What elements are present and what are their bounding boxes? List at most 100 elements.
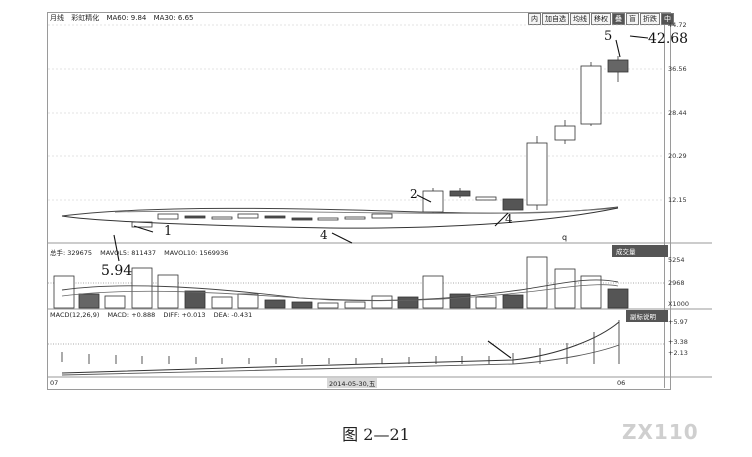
- macd-axis-label: +2.13: [668, 349, 688, 357]
- time-axis-start: 07: [50, 379, 59, 387]
- macd-axis-label: +3.38: [668, 338, 688, 346]
- ma-line-60: [114, 207, 619, 214]
- volume-bar: [475, 296, 497, 309]
- ma30-value: MA30: 6.65: [153, 14, 194, 22]
- ma-line-long: [61, 207, 619, 229]
- macd-title: MACD(12,26,9): [50, 311, 100, 319]
- volume-axis-label: 2968: [668, 279, 685, 287]
- arrow-1: [133, 225, 154, 233]
- annotation-4a: 4: [320, 228, 328, 242]
- annotation-2: 2: [410, 187, 418, 201]
- chart-frame: [47, 12, 671, 390]
- time-axis-cursor: 2014-05-30,五: [327, 378, 378, 388]
- candle: [184, 215, 206, 219]
- period-label: 月线: [50, 14, 64, 22]
- annotation-5: 5: [604, 29, 613, 44]
- arrow-4-a: [331, 232, 353, 244]
- toolbar-btn-1[interactable]: 加自选: [542, 13, 569, 25]
- stock-name: 彩虹精化: [71, 14, 100, 22]
- volume-bar: [502, 294, 524, 309]
- candle: [264, 215, 286, 219]
- annotation-4b: 4: [505, 212, 513, 226]
- volume-bar: [211, 296, 233, 309]
- candle: [526, 142, 548, 206]
- volume-bar: [344, 301, 366, 309]
- candle: [554, 125, 576, 141]
- candle: [157, 213, 179, 220]
- volume-bar: [607, 288, 629, 309]
- volume-bar: [580, 275, 602, 309]
- arrow-macd: [487, 340, 512, 359]
- annotation-high-price: 42.68: [648, 31, 689, 47]
- candle: [211, 216, 233, 220]
- candle: [475, 196, 497, 201]
- candle: [317, 217, 339, 221]
- volume-bar: [131, 267, 153, 309]
- volume-bar: [397, 296, 419, 309]
- macd-dea-line: [61, 344, 620, 376]
- macd-axis-label: +5.97: [668, 318, 688, 326]
- toolbar-btn-3[interactable]: 移权: [591, 13, 611, 25]
- price-label: 36.56: [668, 65, 687, 73]
- macd-header: MACD(12,26,9) MACD: +0.888 DIFF: +0.013 …: [50, 311, 258, 319]
- volume-bar: [264, 299, 286, 309]
- annotation-1: 1: [164, 224, 173, 239]
- candle: [422, 190, 444, 213]
- volume-tag[interactable]: 成交量: [612, 245, 668, 257]
- toolbar-btn-4[interactable]: 叠: [612, 13, 625, 25]
- price-label: 12.15: [668, 196, 687, 204]
- price-axis-column: [664, 12, 713, 388]
- arrow-4-b: [494, 212, 509, 227]
- volume-mavol10: MAVOL10: 1569936: [164, 249, 229, 257]
- arrow-42.68: [629, 35, 649, 39]
- volume-bar: [78, 293, 100, 309]
- candle: [580, 65, 602, 125]
- volume-bar: [422, 275, 444, 309]
- volume-axis-label: X1000: [668, 300, 689, 308]
- macd-diff: DIFF: +0.013: [163, 311, 206, 319]
- annotation-q: q: [562, 233, 568, 242]
- volume-total: 总手: 329675: [50, 249, 93, 257]
- volume-bar: [526, 256, 548, 309]
- annotation-low-price: 5.94: [101, 263, 133, 279]
- candle: [344, 216, 366, 220]
- chart-toolbar: 内 加自选 均线 移权 叠 盲 折跌 中: [528, 13, 674, 25]
- volume-bar: [184, 290, 206, 309]
- price-label: 44.72: [668, 21, 687, 29]
- macd-diff-line: [61, 321, 620, 374]
- candle: [607, 59, 629, 73]
- volume-mavol5: MAVOL5: 811437: [100, 249, 157, 257]
- volume-bar: [291, 301, 313, 309]
- toolbar-btn-2[interactable]: 均线: [570, 13, 590, 25]
- arrow-2: [416, 194, 432, 203]
- chart-header: 月线 彩虹精化 MA60: 9.84 MA30: 6.65: [50, 13, 199, 23]
- volume-bar: [317, 302, 339, 309]
- candle: [371, 213, 393, 219]
- arrow-5: [615, 39, 621, 58]
- toolbar-btn-6[interactable]: 折跌: [640, 13, 660, 25]
- price-label: 20.29: [668, 152, 687, 160]
- volume-bar: [237, 293, 259, 309]
- candle: [449, 190, 471, 197]
- candle: [502, 198, 524, 211]
- macd-tag[interactable]: 副标说明: [626, 310, 668, 322]
- volume-bar: [104, 295, 126, 309]
- volume-bar: [53, 275, 75, 309]
- figure-caption: 图 2—21: [342, 425, 410, 444]
- time-axis-end: 06: [617, 379, 626, 387]
- watermark: ZX110: [622, 420, 699, 444]
- toolbar-btn-0[interactable]: 内: [528, 13, 541, 25]
- toolbar-btn-7[interactable]: 中: [661, 13, 674, 25]
- volume-axis-label: 5254: [668, 256, 685, 264]
- price-label: 28.44: [668, 109, 687, 117]
- arrow-5.94: [113, 234, 120, 262]
- volume-ma-10: [61, 284, 619, 302]
- volume-bar: [371, 295, 393, 309]
- macd-value: MACD: +0.888: [107, 311, 156, 319]
- toolbar-btn-5[interactable]: 盲: [626, 13, 639, 25]
- candle: [291, 217, 313, 221]
- ma60-value: MA60: 9.84: [106, 14, 147, 22]
- time-axis: 07 2014-05-30,五 06: [47, 378, 669, 388]
- candle: [237, 213, 259, 219]
